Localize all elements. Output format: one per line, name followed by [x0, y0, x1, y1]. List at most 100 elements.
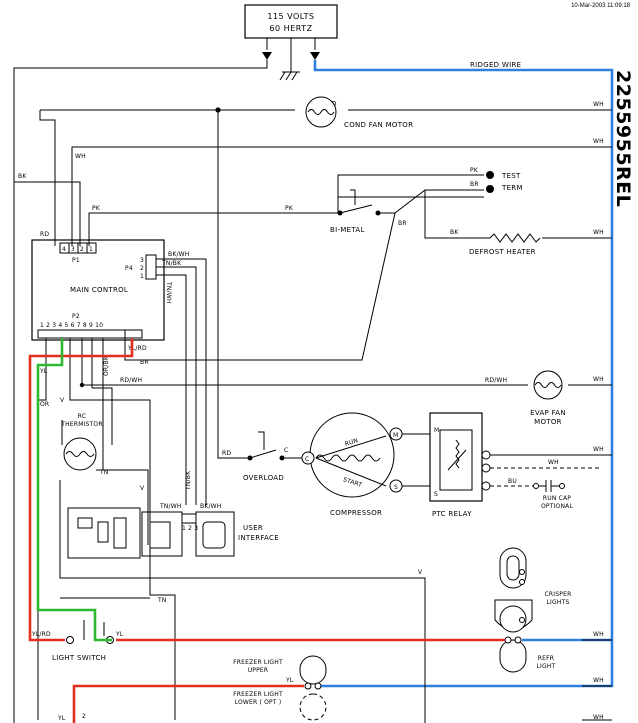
svg-text:1: 1: [89, 246, 93, 253]
svg-text:MAIN CONTROL: MAIN CONTROL: [70, 286, 128, 294]
svg-text:BR: BR: [470, 181, 479, 188]
svg-text:RD: RD: [40, 231, 49, 238]
svg-text:RC: RC: [78, 413, 86, 420]
svg-text:P4: P4: [125, 265, 133, 272]
svg-text:P2: P2: [72, 313, 80, 320]
svg-text:UPPER: UPPER: [248, 667, 269, 674]
freezer-light-upper-icon: [299, 655, 327, 690]
part-number: 2255955REL: [612, 70, 634, 208]
run-cap-icon: [533, 480, 565, 492]
svg-text:WH: WH: [593, 677, 604, 684]
refr-light-icon: [499, 636, 527, 673]
svg-text:TEST: TEST: [501, 172, 521, 180]
ptc-relay-label: PTC RELAY: [432, 510, 472, 518]
crisper-light-upper-icon: [499, 547, 527, 589]
svg-text:BK/WH: BK/WH: [200, 503, 222, 510]
svg-text:TN/WH: TN/WH: [159, 503, 182, 510]
svg-text:S: S: [434, 491, 438, 498]
svg-text:RIDGED WIRE: RIDGED WIRE: [470, 61, 521, 69]
p4-connector: 3 2 1 P4: [125, 254, 157, 280]
svg-text:V: V: [60, 397, 65, 404]
svg-text:1 2 3: 1 2 3: [182, 525, 198, 532]
svg-text:C: C: [284, 447, 288, 454]
ptc-relay-box: [429, 412, 491, 502]
svg-text:115 VOLTS: 115 VOLTS: [267, 12, 314, 21]
svg-text:TN: TN: [99, 469, 109, 476]
crisper-light-lower-icon: [494, 599, 533, 633]
power-terminal-left-icon: [262, 52, 272, 60]
svg-text:YL: YL: [285, 677, 294, 684]
overload-label: OVERLOAD: [243, 474, 284, 482]
p1-connector: 4 3 2 1 P1: [59, 242, 97, 264]
bi-metal-label: BI-METAL: [330, 226, 365, 234]
svg-text:C: C: [305, 456, 309, 463]
svg-text:LOWER ( OPT ): LOWER ( OPT ): [235, 699, 282, 706]
overload-switch-icon: [247, 431, 285, 461]
svg-text:YL/RD: YL/RD: [127, 345, 147, 352]
svg-text:PK: PK: [285, 205, 294, 212]
svg-text:1: 1: [140, 273, 144, 280]
svg-text:WH: WH: [593, 229, 604, 236]
cond-fan-motor-icon: [305, 96, 337, 128]
svg-text:2: 2: [82, 713, 86, 720]
main-control-box: MAIN CONTROL: [31, 239, 165, 341]
svg-text:TN/BK: TN/BK: [185, 470, 192, 491]
ground-icon: [279, 71, 300, 81]
svg-text:4: 4: [62, 246, 66, 253]
svg-text:2: 2: [140, 265, 144, 272]
svg-text:BK: BK: [450, 229, 459, 236]
svg-text:3: 3: [71, 246, 75, 253]
power-terminal-right-icon: [310, 52, 320, 60]
svg-text:RD/WH: RD/WH: [120, 377, 142, 384]
ridged-wire: [313, 60, 614, 688]
yl-rd-wire: [28, 338, 134, 642]
svg-text:OR/BK: OR/BK: [103, 355, 110, 376]
svg-text:WH: WH: [593, 138, 604, 145]
svg-text:YL: YL: [57, 715, 66, 722]
svg-text:RUN CAP: RUN CAP: [543, 495, 571, 502]
svg-text:USER: USER: [243, 524, 263, 532]
svg-text:WH: WH: [593, 376, 604, 383]
svg-text:BK/WH: BK/WH: [168, 251, 190, 258]
svg-text:WH: WH: [75, 153, 86, 160]
svg-text:WH: WH: [548, 459, 559, 466]
svg-text:TN: TN: [157, 597, 167, 604]
svg-text:BR: BR: [398, 220, 407, 227]
svg-text:YL: YL: [115, 631, 124, 638]
svg-text:BK: BK: [18, 173, 27, 180]
light-switch-label: LIGHT SWITCH: [52, 654, 106, 662]
svg-text:TERM: TERM: [501, 184, 523, 192]
svg-text:RUN: RUN: [344, 437, 359, 448]
bi-metal-switch-icon: [337, 189, 381, 216]
svg-text:V: V: [418, 569, 423, 576]
svg-text:TN/BK: TN/BK: [161, 260, 182, 267]
rc-thermistor-icon: [63, 437, 97, 471]
svg-text:TN/WH: TN/WH: [165, 281, 172, 304]
defrost-heater-icon: [489, 233, 541, 243]
timestamp: 10-Mar-2003 11:09:18: [571, 3, 630, 9]
test-terminal-icon: [486, 171, 494, 179]
freezer-light-lower-icon: [299, 693, 327, 721]
svg-text:YL/RD: YL/RD: [31, 631, 51, 638]
evap-fan-motor-icon: [533, 370, 563, 400]
svg-text:MOTOR: MOTOR: [534, 418, 562, 426]
svg-text:PK: PK: [470, 167, 479, 174]
svg-text:RD: RD: [222, 450, 231, 457]
svg-text:V: V: [140, 485, 145, 492]
svg-text:INTERFACE: INTERFACE: [238, 534, 279, 542]
svg-text:WH: WH: [593, 631, 604, 638]
svg-text:FREEZER LIGHT: FREEZER LIGHT: [233, 691, 283, 698]
svg-text:BU: BU: [508, 478, 517, 485]
svg-text:FREEZER LIGHT: FREEZER LIGHT: [233, 659, 283, 666]
svg-text:P1: P1: [72, 257, 80, 264]
svg-text:WH: WH: [593, 446, 604, 453]
svg-text:3: 3: [140, 257, 144, 264]
svg-text:WH: WH: [593, 714, 604, 721]
svg-text:60 HERTZ: 60 HERTZ: [269, 24, 312, 33]
p2-connector: P2 1 2 3 4 5 6 7 8 9 10: [37, 313, 143, 339]
svg-text:2: 2: [80, 246, 84, 253]
svg-text:S: S: [394, 484, 398, 491]
svg-text:M: M: [393, 432, 398, 439]
svg-text:LIGHT: LIGHT: [537, 663, 556, 670]
svg-text:YL: YL: [39, 368, 48, 375]
